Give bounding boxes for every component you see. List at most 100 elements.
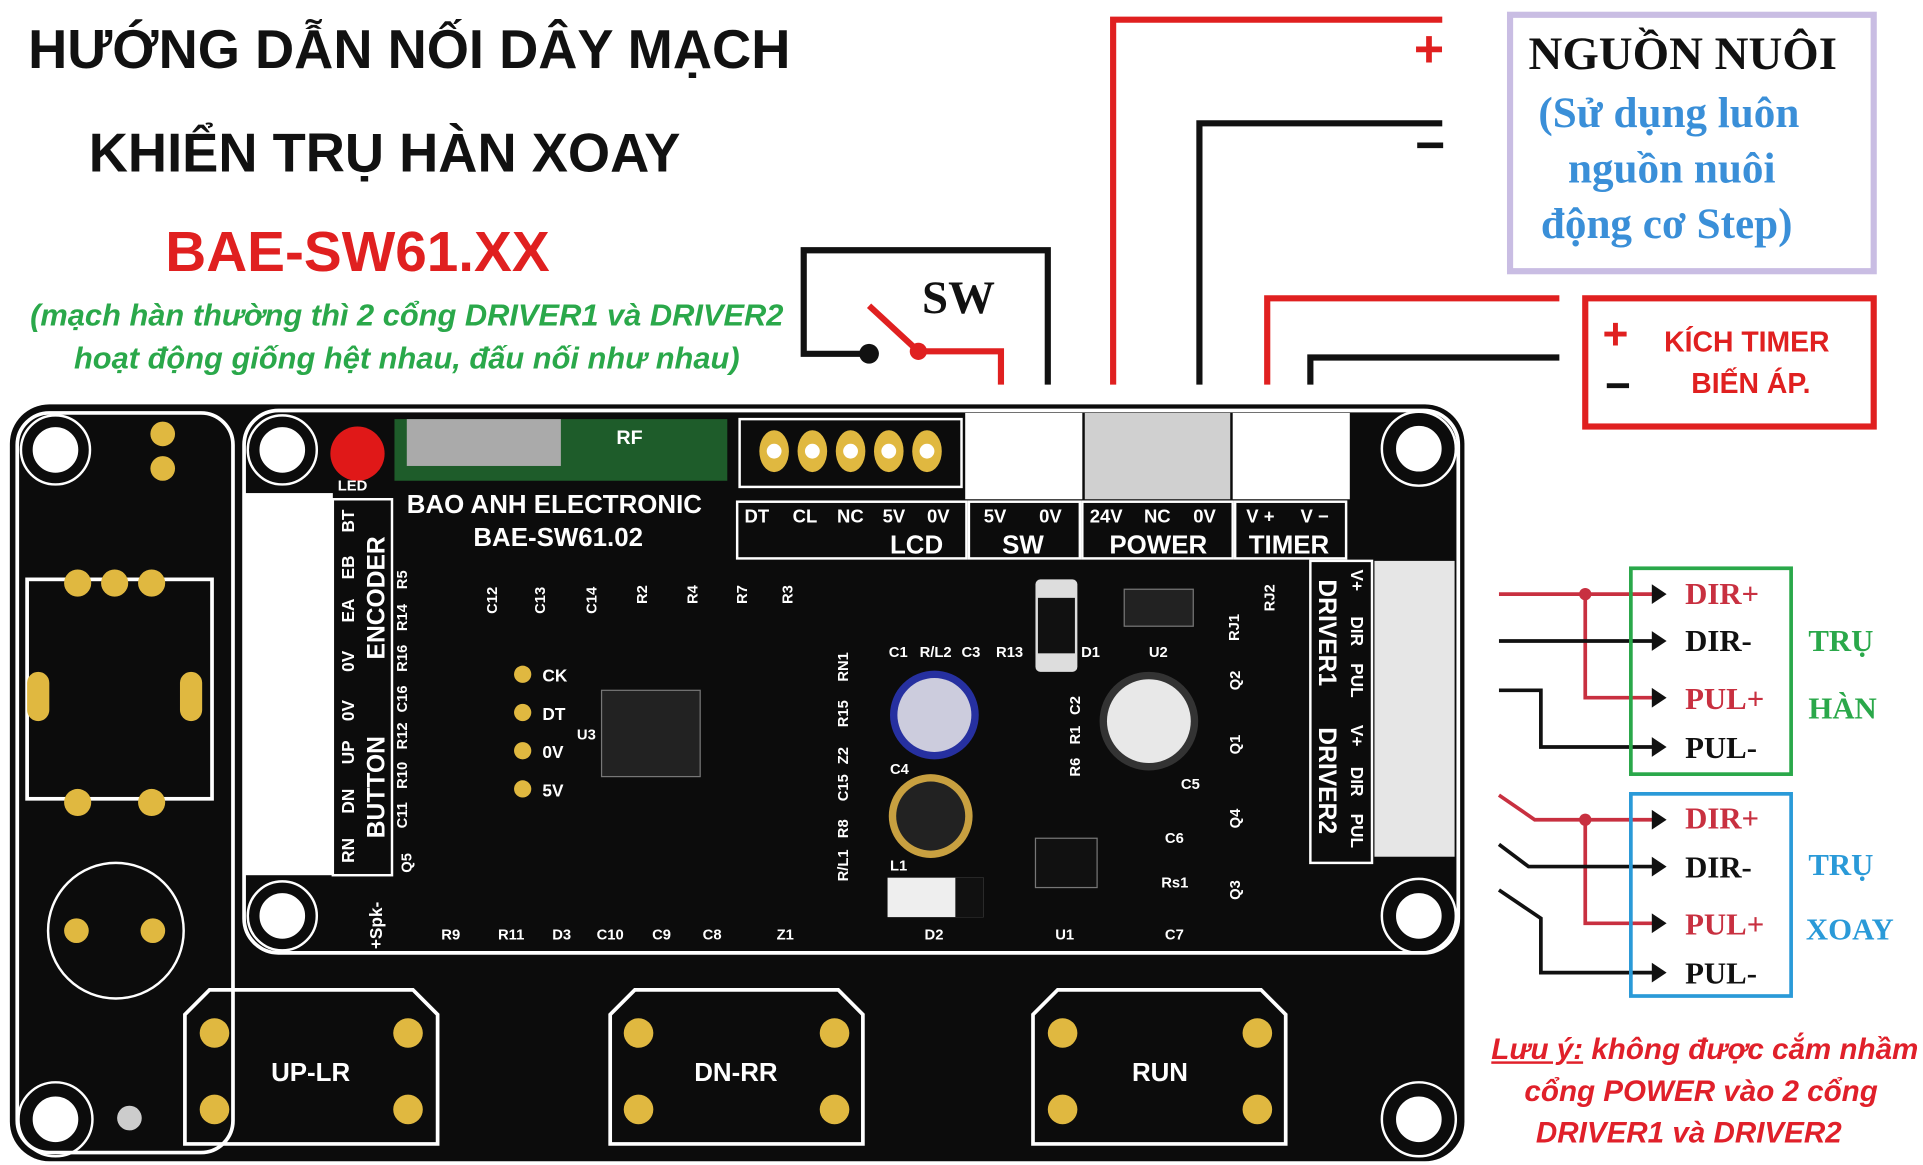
component-ref: R5 xyxy=(395,570,411,589)
component-ref: Q2 xyxy=(1228,671,1244,691)
rf-label: RF xyxy=(616,427,642,449)
pin-label: V+ xyxy=(1347,725,1367,747)
component-ref: R12 xyxy=(395,722,411,749)
driver-name: TRỤ xyxy=(1808,848,1873,882)
component-ref: Q5 xyxy=(400,853,416,873)
pin-label: 0V xyxy=(1193,506,1216,527)
component-ref: D1 xyxy=(1081,645,1100,661)
power-supply-title: NGUỒN NUÔI xyxy=(1528,28,1837,81)
component-ref: C8 xyxy=(703,927,722,943)
pin-label: NC xyxy=(837,506,864,527)
driver-name: XOAY xyxy=(1806,912,1894,946)
pul-plus-wire-2 xyxy=(1583,819,1658,926)
power-minus-sign: − xyxy=(1415,115,1446,174)
pcb-board: DT CL NC 5V 0V 5V 0V 24V NC 0V V + V − L… xyxy=(9,404,1465,1162)
encoder-label: ENCODER xyxy=(364,536,391,659)
component-ref: L1 xyxy=(890,858,907,874)
pin-label: 0V xyxy=(927,506,950,527)
component-ref: C14 xyxy=(585,586,601,614)
component-ref: C7 xyxy=(1165,927,1184,943)
component-ref: C16 xyxy=(395,685,411,712)
component-ref: Q3 xyxy=(1228,880,1244,900)
spk-label: +Spk- xyxy=(366,901,386,949)
subtitle-line-1: (mạch hàn thường thì 2 cổng DRIVER1 và D… xyxy=(30,298,784,333)
sw-label: SW xyxy=(1002,531,1044,559)
pin-label: BT xyxy=(338,509,358,532)
component-ref: C1 xyxy=(889,645,908,661)
component-ref: R10 xyxy=(395,762,411,789)
component-ref: R/L1 xyxy=(836,849,852,881)
component-ref: R2 xyxy=(635,585,651,604)
pin-label: UP xyxy=(338,740,358,764)
junction-dot xyxy=(1579,587,1592,601)
pin-label: 5V xyxy=(883,506,906,527)
pin-dir-plus: DIR+ xyxy=(1685,577,1759,611)
component-ref: D3 xyxy=(552,927,571,943)
junction-dot xyxy=(1579,813,1592,826)
component-ref: C4 xyxy=(890,762,910,778)
component-ref: Rs1 xyxy=(1161,876,1188,892)
pin-label: V + xyxy=(1246,506,1274,527)
component-ref: C10 xyxy=(597,927,624,943)
component-ref: Z2 xyxy=(836,747,852,764)
power-supply-desc-3: động cơ Step) xyxy=(1540,199,1793,248)
component-ref: C5 xyxy=(1181,777,1200,793)
component-ref: C2 xyxy=(1068,696,1084,715)
sw-wire-red xyxy=(918,348,1005,385)
driver1-label: DRIVER1 xyxy=(1313,579,1340,686)
component-ref: R1 xyxy=(1068,726,1084,745)
component-ref: RJ1 xyxy=(1227,614,1243,641)
pin-pul-minus: PUL- xyxy=(1685,731,1757,765)
pin-label: 0V xyxy=(338,700,358,722)
component-ref: C12 xyxy=(485,587,501,614)
led-label: LED xyxy=(338,479,368,495)
component-ref: U3 xyxy=(577,728,596,744)
pin-label: 0V xyxy=(1039,506,1062,527)
pin-dir-plus: DIR+ xyxy=(1685,801,1759,835)
component-ref: C9 xyxy=(652,927,671,943)
note-label: Lưu ý: xyxy=(1491,1033,1584,1067)
component-ref: R/L2 xyxy=(920,645,952,661)
pin-label: DIR xyxy=(1347,767,1367,797)
component-ref: R8 xyxy=(836,819,852,838)
power-supply-box xyxy=(1506,11,1877,275)
pin-label: DT xyxy=(745,506,770,527)
driver-name: HÀN xyxy=(1808,691,1876,726)
component-ref: R4 xyxy=(686,584,702,604)
power-minus-wire xyxy=(1196,120,1443,385)
pin-label: PUL xyxy=(1347,814,1367,849)
prog-pin: CK xyxy=(542,666,567,686)
pin-label: NC xyxy=(1144,506,1171,527)
power-supply-desc-2: nguồn nuôi xyxy=(1567,144,1776,193)
title-line-2: KHIỂN TRỤ HÀN XOAY xyxy=(88,123,681,184)
ic-u3 xyxy=(600,689,701,778)
component-ref: R14 xyxy=(395,603,411,631)
component-ref: C13 xyxy=(533,587,549,614)
pin-label: PUL xyxy=(1347,663,1367,698)
pin-label: EA xyxy=(338,599,358,623)
component-ref: Q4 xyxy=(1228,808,1244,828)
component-ref: C15 xyxy=(836,774,852,801)
subtitle-line-2: hoạt động giống hệt nhau, đấu nối như nh… xyxy=(73,341,740,376)
pin-label: CL xyxy=(793,506,818,527)
pul-minus-wire-1 xyxy=(1498,688,1658,749)
timer-minus-wire xyxy=(1307,354,1560,385)
component-ref: R11 xyxy=(498,927,524,943)
power-plus-wire xyxy=(1110,16,1443,385)
driver-box-tru-xoay xyxy=(1629,792,1793,998)
model-title: BAE-SW61.XX xyxy=(165,219,550,284)
note-line-1: Lưu ý: không được cắm nhầm xyxy=(1491,1033,1918,1068)
timer-line-2: BIẾN ÁP. xyxy=(1691,367,1811,400)
note-text: không được cắm nhầm xyxy=(1583,1033,1919,1067)
component-ref: U2 xyxy=(1149,645,1168,661)
timer-label: TIMER xyxy=(1249,531,1330,559)
pcb-model: BAE-SW61.02 xyxy=(473,524,643,552)
pin-label: 5V xyxy=(984,506,1007,527)
component-ref: RJ2 xyxy=(1263,584,1279,611)
timer-plus-wire xyxy=(1264,295,1560,385)
component-ref: C11 xyxy=(395,802,411,828)
pin-label: EB xyxy=(338,555,358,579)
button-up-lr: UP-LR xyxy=(271,1059,350,1087)
pin-pul-plus: PUL+ xyxy=(1685,682,1764,716)
